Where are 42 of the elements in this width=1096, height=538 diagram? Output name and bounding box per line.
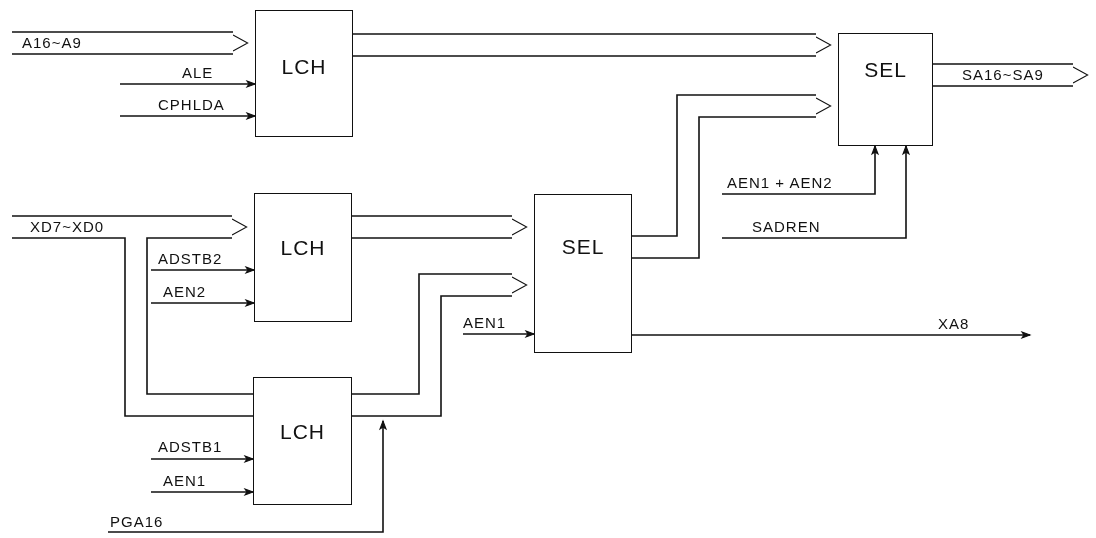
bus-arrow: [632, 94, 832, 259]
arrow: [631, 331, 1031, 339]
block-label: LCH: [281, 55, 327, 79]
bus-arrow: [352, 215, 528, 239]
signal-label: AEN1: [163, 472, 207, 490]
block-label: SEL: [561, 235, 605, 259]
signal-label: AEN2: [163, 283, 207, 301]
bus-arrow: [933, 63, 1089, 87]
signal-label: CPHLDA: [158, 96, 225, 114]
arrow: [721, 145, 879, 195]
block-label: LCH: [280, 236, 326, 260]
signal-label: XA8: [938, 315, 970, 333]
bus-arrow: [12, 31, 249, 55]
arrow: [119, 80, 256, 88]
signal-label: ADSTB1: [158, 438, 223, 456]
bus-label: SA16~SA9: [962, 66, 1044, 84]
bus-label: XD7~XD0: [30, 218, 105, 236]
block-box: [534, 194, 632, 353]
bus-arrow: [353, 33, 832, 57]
arrow: [150, 488, 254, 496]
bus-arrow: [12, 215, 248, 239]
bus-label: A16~A9: [22, 34, 82, 52]
signal-label: AEN1: [463, 314, 507, 332]
block-box: [255, 10, 353, 137]
arrow: [150, 266, 255, 274]
signal-label: ADSTB2: [158, 250, 223, 268]
block-label: SEL: [864, 58, 907, 82]
arrow: [107, 420, 387, 533]
arrow: [119, 112, 256, 120]
signal-label: SADREN: [752, 218, 821, 236]
block-label: LCH: [280, 420, 325, 444]
bus-arrow: [352, 273, 528, 417]
signal-label: ALE: [182, 64, 214, 82]
arrow: [721, 145, 910, 239]
block-box: [254, 193, 352, 322]
block-box: [838, 33, 933, 146]
block-label: PGA16: [110, 513, 164, 531]
arrow: [150, 299, 255, 307]
block-box: [253, 377, 352, 505]
signal-label: AEN1 + AEN2: [727, 174, 833, 192]
arrow: [150, 455, 254, 463]
arrow: [462, 330, 535, 338]
